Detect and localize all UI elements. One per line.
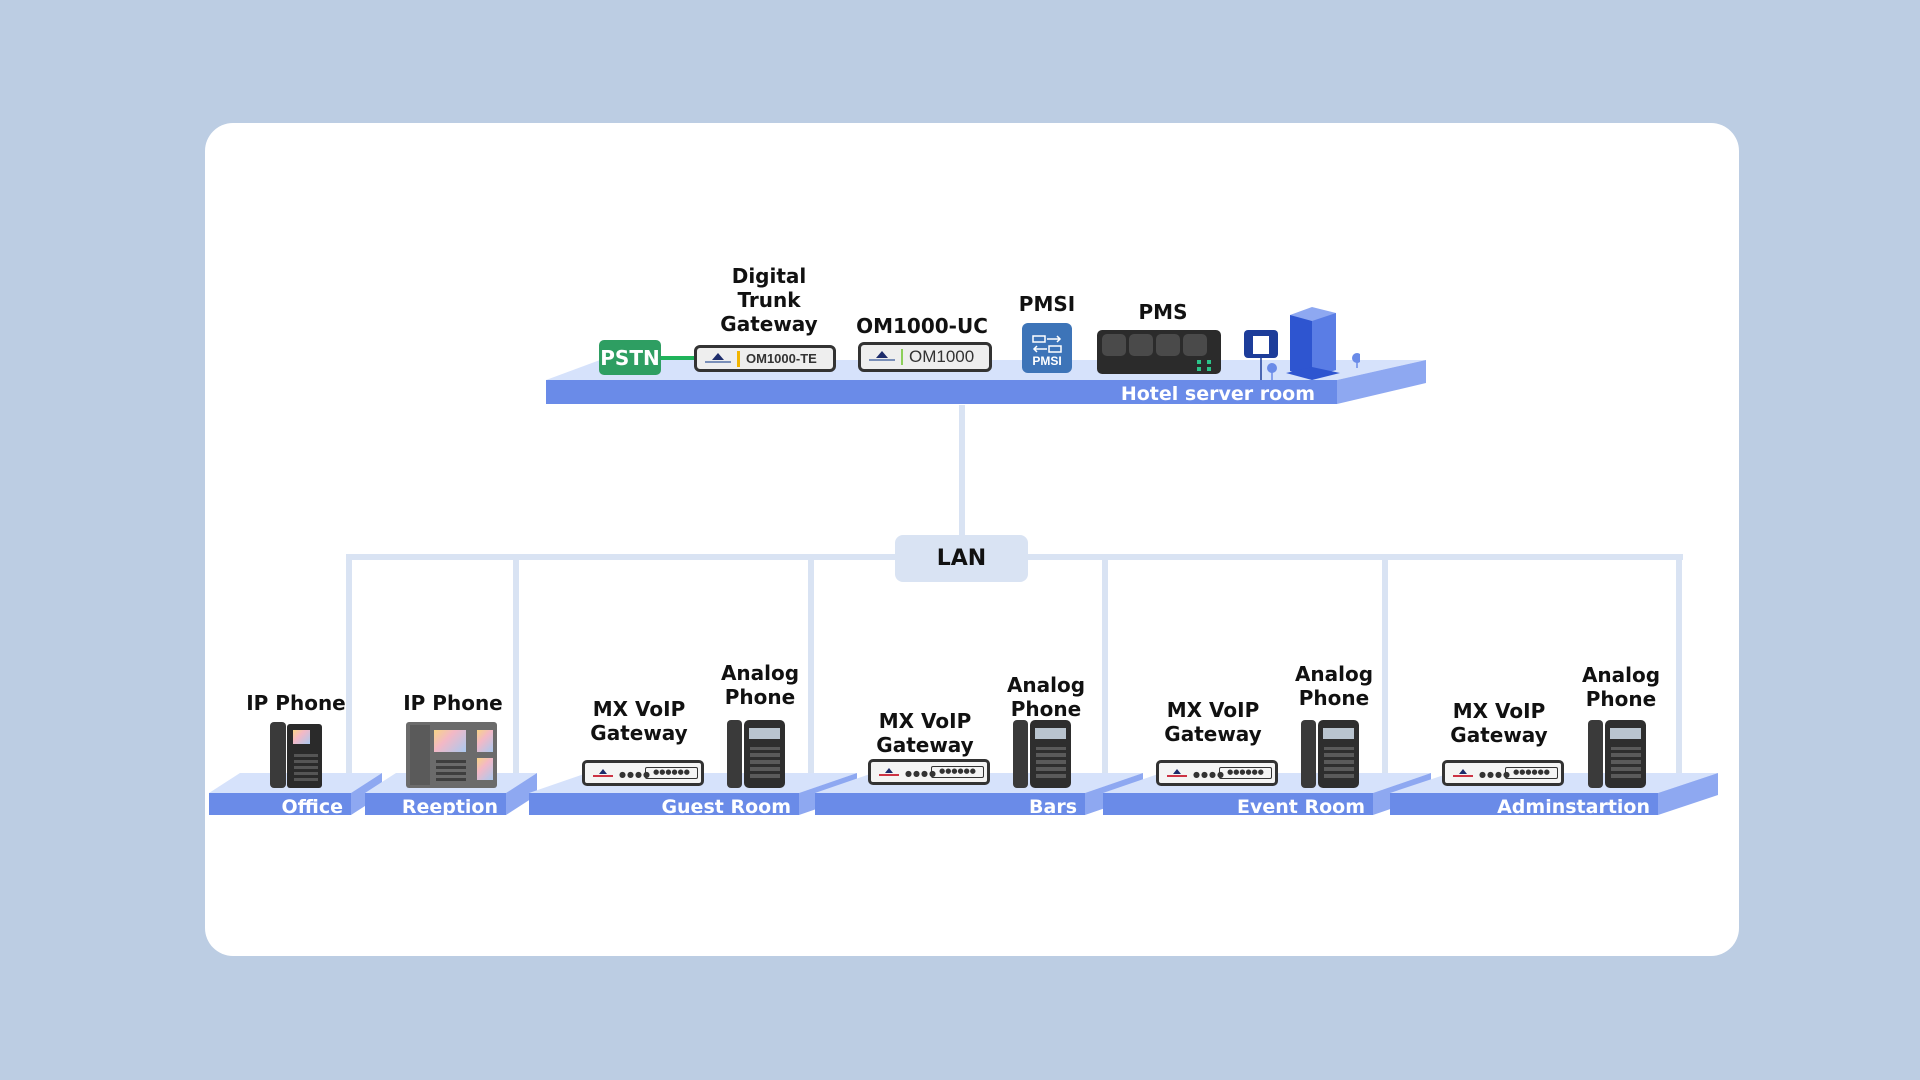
fan — [1183, 334, 1207, 356]
analog-phone-label: Analog Phone — [1294, 662, 1374, 710]
om1000-te-text: OM1000-TE — [746, 351, 817, 366]
mx-voip-gateway-label: MX VoIP Gateway — [1164, 698, 1262, 746]
room-label: Office — [281, 796, 344, 818]
om1000-uc-label: OM1000-UC — [856, 314, 988, 338]
led — [1207, 360, 1211, 364]
voip-gateway-icon: ●●●●●●●●●● — [1156, 760, 1278, 786]
pstn-link-line — [661, 356, 695, 360]
office-ip-phone-label: IP Phone — [246, 691, 346, 715]
room-label: Bars — [1029, 796, 1077, 818]
digital-trunk-gateway-label: Digital Trunk Gateway — [720, 264, 818, 336]
room-label: Guest Room — [661, 796, 791, 818]
newrock-logo-icon — [869, 351, 895, 363]
room-label: Reeption — [401, 796, 498, 818]
pms-server-icon — [1097, 330, 1221, 374]
pms-label: PMS — [1138, 300, 1188, 324]
led — [1197, 367, 1201, 371]
pstn-badge: PSTN — [599, 340, 661, 375]
pmsi-label: PMSI — [1018, 292, 1076, 316]
hotel-building-icon — [1244, 307, 1360, 380]
newrock-logo-icon — [705, 352, 731, 365]
analog-phone-label: Analog Phone — [1581, 663, 1661, 711]
om1000-uc-server-icon: OM1000 — [858, 342, 992, 372]
reception-ip-phone-label: IP Phone — [403, 691, 503, 715]
ip-phone-icon — [270, 722, 322, 788]
om1000-te-gateway-icon: OM1000-TE — [694, 345, 836, 372]
mx-voip-gateway-label: MX VoIP Gateway — [1450, 699, 1548, 747]
exchange-arrows-icon — [1032, 335, 1062, 353]
fan — [1102, 334, 1126, 356]
ip-phone-expansion-icon — [406, 722, 497, 788]
fan — [1156, 334, 1180, 356]
led — [1197, 360, 1201, 364]
voip-gateway-icon: ●●●●●●●●●● — [582, 760, 704, 786]
analog-phone-icon — [727, 720, 785, 788]
mx-voip-gateway-label: MX VoIP Gateway — [590, 697, 688, 745]
voip-gateway-icon: ●●●●●●●●●● — [868, 759, 990, 785]
led — [1207, 367, 1211, 371]
mx-voip-gateway-label: MX VoIP Gateway — [876, 709, 974, 757]
status-bar — [737, 350, 740, 367]
analog-phone-icon — [1588, 720, 1646, 788]
server-room-label: Hotel server room — [1120, 383, 1315, 405]
room-label: Adminstartion — [1497, 796, 1650, 818]
pmsi-exchange-icon: PMSI — [1022, 323, 1072, 373]
lan-switch: LAN — [895, 535, 1028, 582]
room-label: Event Room — [1236, 796, 1365, 818]
analog-phone-icon — [1013, 720, 1071, 788]
analog-phone-label: Analog Phone — [720, 661, 800, 709]
voip-gateway-icon: ●●●●●●●●●● — [1442, 760, 1564, 786]
status-bar — [901, 349, 903, 365]
om1000-text: OM1000 — [909, 347, 975, 366]
pmsi-text: PMSI — [1032, 354, 1062, 368]
analog-phone-icon — [1301, 720, 1359, 788]
analog-phone-label: Analog Phone — [1006, 673, 1086, 721]
fan — [1129, 334, 1153, 356]
